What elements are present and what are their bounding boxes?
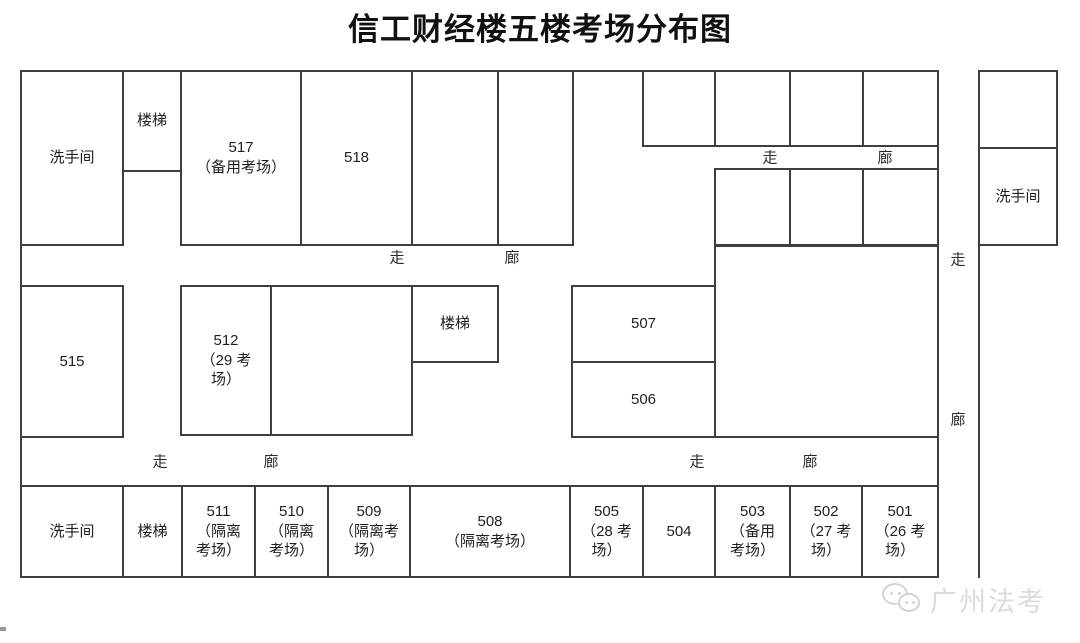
scan-artifact [0,627,6,631]
room-stairs-middle: 楼梯 [411,285,499,363]
room-note: （隔离考场） [338,522,399,560]
room-unlabeled [411,70,499,246]
room-506: 506 [571,361,716,438]
room-507: 507 [571,285,716,363]
room-number: 502 [813,502,839,520]
room-518: 518 [300,70,413,246]
room-504: 504 [642,485,716,578]
room-unlabeled [714,70,791,147]
room-note: （27 考场） [800,522,852,560]
wall-segment [937,436,939,487]
corridor-label-right-lang: 廊 [950,411,966,429]
room-number: 517 [228,139,254,157]
corridor-label-topright-zou: 走 [762,149,778,167]
corridor-label-topright-lang: 廊 [877,149,893,167]
room-number: 503 [739,502,766,520]
room-note: （28 考场） [581,522,632,560]
room-label: 洗手间 [995,187,1041,205]
corridor-label-upper-zou: 走 [389,249,405,267]
room-unlabeled [270,285,413,436]
room-510: 510 （隔离考场） [254,485,329,578]
room-note: （29 考场） [200,351,252,389]
room-note: （26 考场） [874,522,926,560]
room-number: 509 [356,502,382,520]
room-label: 楼梯 [439,315,470,333]
corridor-label-lowerright-lang: 廊 [802,453,818,471]
room-508: 508 （隔离考场） [409,485,571,578]
room-label: 洗手间 [49,522,95,540]
room-number: 504 [666,522,692,540]
room-512: 512 （29 考场） [180,285,272,436]
room-unlabeled [789,168,864,246]
room-502: 502 （27 考场） [789,485,863,578]
room-unlabeled [497,70,574,246]
room-washroom-top-left: 洗手间 [20,70,124,246]
room-number: 518 [343,149,370,167]
wall-segment [20,244,22,287]
room-unlabeled [789,70,864,147]
room-503: 503 （备用考场） [714,485,791,578]
room-note: （隔离考场） [268,522,314,560]
room-label: 楼梯 [136,112,167,130]
room-number: 515 [59,352,85,370]
room-unlabeled [862,70,939,147]
room-note: （隔离考场） [195,522,241,560]
room-unlabeled [978,70,1058,149]
corridor-label-upper-lang: 廊 [504,249,520,267]
room-washroom-top-right: 洗手间 [978,147,1058,246]
room-label: 洗手间 [49,149,95,167]
room-number: 510 [278,502,305,520]
watermark-text: 广州法考 [930,587,1046,617]
room-note: （备用考场） [729,522,775,560]
room-515: 515 [20,285,124,438]
room-509: 509 （隔离考场） [327,485,411,578]
room-unlabeled [642,70,716,147]
room-note: （备用考场） [195,159,286,176]
corridor-label-right-zou: 走 [950,251,966,269]
corridor-label-lowerleft-zou: 走 [152,453,168,471]
room-517: 517 （备用考场） [180,70,302,246]
room-number: 508 [477,512,503,530]
watermark: 广州法考 [878,580,1046,619]
room-number: 505 [593,502,620,520]
room-unlabeled [862,168,939,246]
corridor-label-lowerright-zou: 走 [689,453,705,471]
room-number: 506 [630,390,657,408]
wall-segment [937,145,939,170]
room-washroom-bottom: 洗手间 [20,485,124,578]
room-stairs-top-left: 楼梯 [122,70,182,172]
chat-bubble-icon [898,592,920,612]
room-number: 511 [206,502,231,520]
wechat-icon [878,581,930,619]
room-number: 507 [630,315,657,333]
page-title: 信工财经楼五楼考场分布图 [348,12,732,47]
room-511: 511 （隔离考场） [181,485,256,578]
room-stairs-bottom: 楼梯 [122,485,183,578]
room-505: 505 （28 考场） [569,485,644,578]
room-number: 501 [887,502,913,520]
corridor-label-lowerleft-lang: 廊 [263,453,279,471]
room-note: （隔离考场） [444,532,535,550]
room-unlabeled [714,168,791,246]
room-unlabeled [714,245,939,438]
room-number: 512 [213,331,239,349]
room-501: 501 （26 考场） [861,485,939,578]
wall-segment [20,436,22,487]
wall-segment [978,244,980,578]
room-label: 楼梯 [137,522,168,540]
wall-segment [572,70,644,72]
